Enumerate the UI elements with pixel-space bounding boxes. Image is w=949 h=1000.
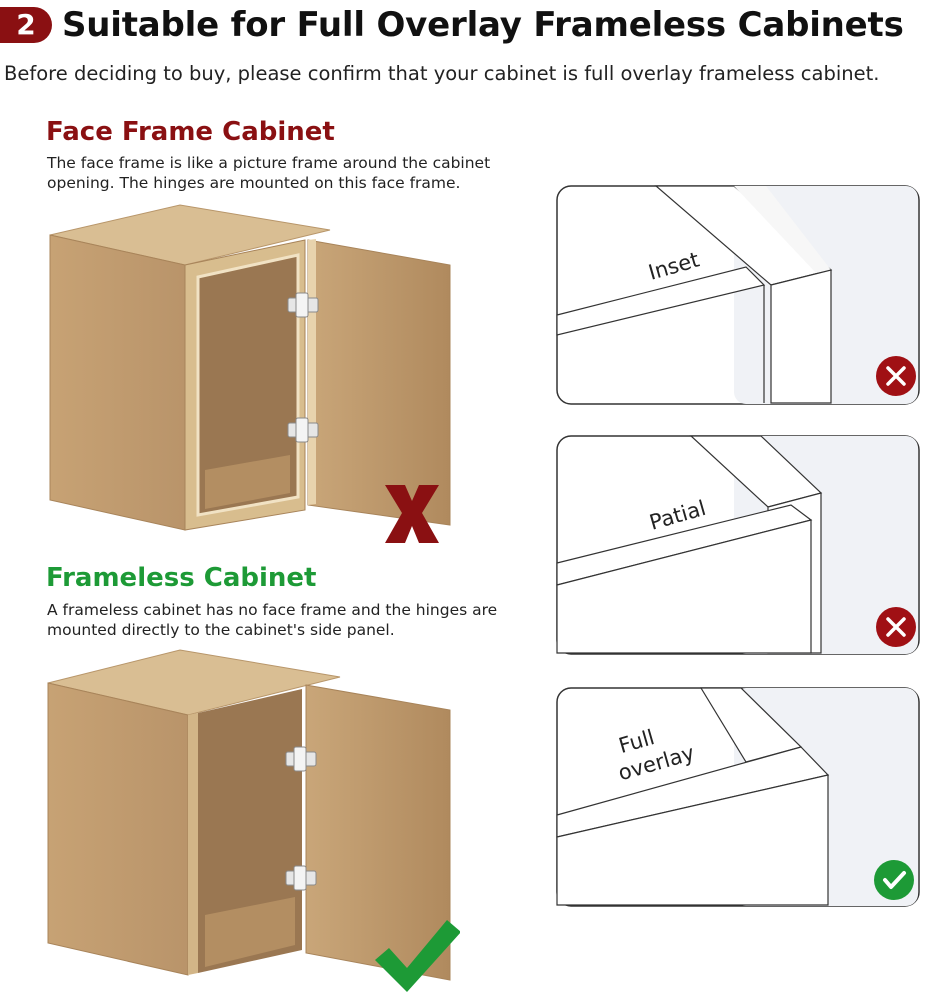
hinge-icon xyxy=(285,865,317,891)
x-circle-icon xyxy=(876,607,916,647)
green-check-mark-icon xyxy=(375,920,460,992)
inset-overlay-panel: Inset xyxy=(556,185,920,405)
frameless-heading: Frameless Cabinet xyxy=(46,563,317,593)
hinge-icon xyxy=(285,746,317,772)
step-number-badge: 2 xyxy=(0,7,52,43)
hinge-icon xyxy=(287,292,319,318)
page-title: Suitable for Full Overlay Frameless Cabi… xyxy=(62,5,904,45)
red-x-mark-icon xyxy=(385,485,439,543)
face-frame-cabinet-illustration xyxy=(49,204,451,543)
full-overlay-panel: Full overlay xyxy=(556,687,920,907)
hinge-icon xyxy=(287,417,319,443)
x-circle-icon xyxy=(876,356,916,396)
frameless-cabinet-illustration xyxy=(47,649,460,992)
header: 2 Suitable for Full Overlay Frameless Ca… xyxy=(0,4,949,45)
page-subtitle: Before deciding to buy, please confirm t… xyxy=(4,62,880,85)
partial-overlay-panel: Patial xyxy=(556,435,920,655)
check-circle-icon xyxy=(874,860,914,900)
frameless-description: A frameless cabinet has no face frame an… xyxy=(47,601,498,639)
face-frame-description: The face frame is like a picture frame a… xyxy=(47,154,491,192)
face-frame-heading: Face Frame Cabinet xyxy=(46,117,335,147)
